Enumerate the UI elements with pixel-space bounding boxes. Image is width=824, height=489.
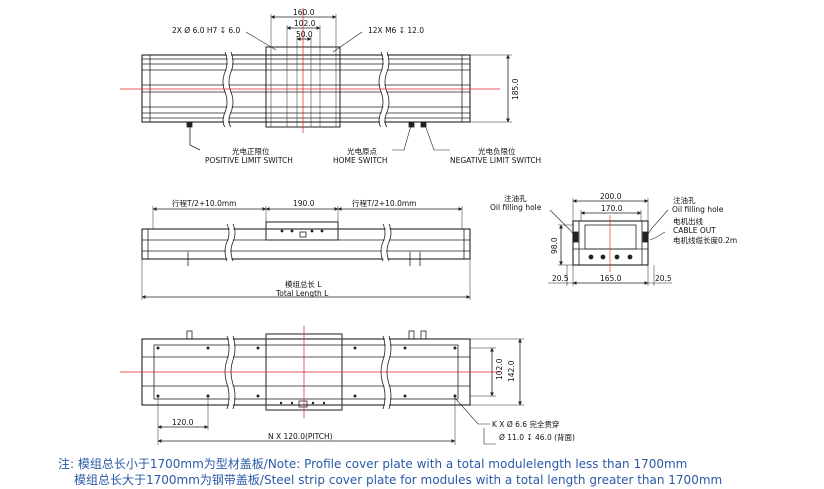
negative-limit-en: NEGATIVE LIMIT SWITCH	[450, 156, 541, 165]
hole-callout-2: Ø 11.0 ↧ 46.0 (背面)	[499, 432, 575, 442]
total-length-en: Total Length L	[275, 289, 329, 298]
cable-length: 电机线缆长度0.2m	[673, 235, 737, 245]
dim-165: 165.0	[600, 274, 622, 283]
dim-200: 200.0	[600, 192, 622, 201]
oil-right-cn: 注油孔	[673, 195, 696, 205]
top-view	[120, 8, 512, 151]
home-en: HOME SWITCH	[333, 156, 388, 165]
end-view	[548, 198, 672, 286]
negative-limit-cn: 光电负限位	[478, 146, 516, 156]
home-cn: 光电原点	[347, 146, 377, 156]
cable-en: CABLE OUT	[673, 226, 716, 235]
positive-limit-cn: 光电正限位	[232, 146, 270, 156]
dim-20-5-right: 20.5	[655, 274, 672, 283]
dim-160: 160.0	[293, 8, 315, 17]
note-line-2: 模组总长大于1700mm为钢带盖板/Steel strip cover plat…	[74, 473, 723, 487]
dim-102: 102.0	[294, 19, 316, 28]
side-view	[141, 206, 471, 300]
dim-50: 50.0	[296, 30, 313, 39]
positive-limit-en: POSITIVE LIMIT SWITCH	[205, 156, 293, 165]
hole-callout-left: 2X Ø 6.0 H7 ↧ 6.0	[172, 26, 241, 35]
oil-right-en: Oil filling hole	[672, 205, 724, 214]
dim-120: 120.0	[172, 418, 194, 427]
dim-190: 190.0	[293, 199, 315, 208]
dim-185: 185.0	[511, 78, 520, 100]
bottom-view	[120, 326, 524, 445]
dim-20-5-left: 20.5	[552, 274, 569, 283]
dim-170: 170.0	[601, 204, 623, 213]
oil-left-en: Oil filling hole	[490, 203, 542, 212]
oil-left-cn: 注油孔	[504, 193, 527, 203]
hole-callout-1: K X Ø 6.6 完全贯穿	[492, 419, 559, 429]
hole-callout-right: 12X M6 ↧ 12.0	[368, 26, 424, 35]
stroke-left: 行程T/2+10.0mm	[172, 198, 236, 208]
cable-cn: 电机出线	[673, 216, 703, 226]
dim-102-bottom: 102.0	[495, 358, 504, 380]
dim-142: 142.0	[507, 360, 516, 382]
dim-98: 98.0	[550, 237, 559, 254]
note-line-1: 注: 模组总长小于1700mm为型材盖板/Note: Profile cover…	[58, 457, 688, 471]
stroke-right: 行程T/2+10.0mm	[352, 198, 416, 208]
total-length-cn: 模组总长 L	[285, 279, 322, 289]
dim-pitch: N X 120.0(PITCH)	[268, 432, 333, 441]
